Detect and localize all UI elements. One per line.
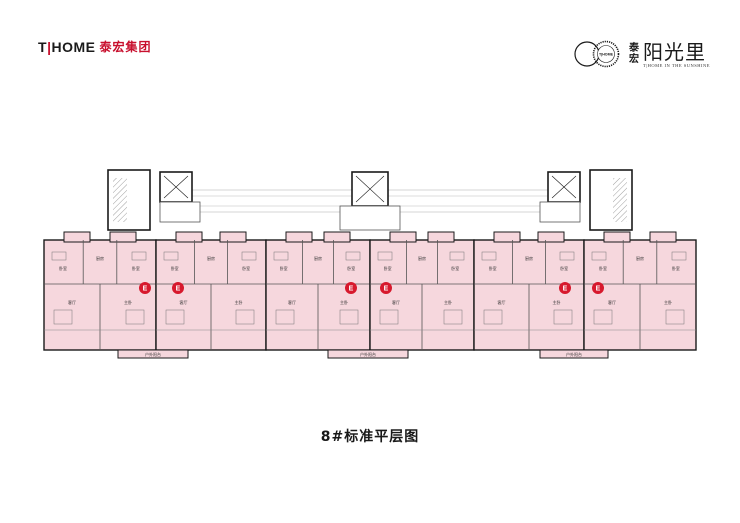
logo-char-hong: 宏: [629, 54, 639, 65]
room-label: 卧室: [280, 265, 288, 271]
room-label: 客厅: [68, 299, 76, 305]
room-label: 厨房: [96, 255, 104, 261]
room-label: 主卧: [664, 299, 672, 305]
terrace-3: 户外阳台: [539, 349, 609, 359]
group-brand: T|HOME 泰宏集团: [38, 38, 152, 55]
emblem-text: T|HOME: [599, 53, 614, 57]
room-label: 卧室: [384, 265, 392, 271]
project-tagline: T|HOME IN THE SUNSHINE: [643, 62, 710, 68]
brand-name-cn: 泰宏集团: [99, 40, 152, 54]
room-label: 卧室: [451, 265, 459, 271]
svg-text:E: E: [563, 286, 568, 293]
room-label: 主卧: [444, 299, 452, 305]
unit-marker-e: E: [380, 282, 392, 294]
room-label: 卧室: [672, 265, 680, 271]
room-label: 卧室: [171, 265, 179, 271]
core-right: [539, 169, 633, 231]
project-logo: T|HOME 泰 宏 阳光里 T|HOME IN THE SUNSHINE: [573, 34, 710, 74]
room-label: 主卧: [553, 299, 561, 305]
room-label: 卧室: [560, 265, 568, 271]
room-label: 客厅: [608, 299, 616, 305]
svg-text:E: E: [596, 286, 601, 293]
svg-text:E: E: [143, 286, 148, 293]
unit-marker-e: E: [139, 282, 151, 294]
brand-logo-en: T|HOME: [38, 38, 96, 55]
room-label: 主卧: [235, 299, 243, 305]
room-label: 厨房: [636, 255, 644, 261]
room-label: 卧室: [132, 265, 140, 271]
project-name: 阳光里: [643, 39, 706, 64]
room-label: 主卧: [340, 299, 348, 305]
core-left: [107, 169, 201, 231]
unit-marker-e: E: [559, 282, 571, 294]
terrace-2: 户外阳台: [327, 349, 409, 359]
svg-text:E: E: [349, 286, 354, 293]
room-label: 客厅: [288, 299, 296, 305]
room-label: 厨房: [525, 255, 533, 261]
room-label: 厨房: [418, 255, 426, 261]
terrace-label: 户外阳台: [360, 351, 376, 357]
room-label: 卧室: [347, 265, 355, 271]
room-label: 卧室: [489, 265, 497, 271]
room-label: 客厅: [498, 299, 506, 305]
logo-char-tai: 泰: [629, 43, 639, 54]
room-label: 客厅: [180, 299, 188, 305]
unit-marker-e: E: [172, 282, 184, 294]
room-label: 卧室: [242, 265, 250, 271]
plan-caption: 8#标准平层图: [320, 429, 420, 445]
project-emblem-icon: T|HOME: [574, 40, 620, 68]
room-label: 厨房: [207, 255, 215, 261]
room-label: 卧室: [599, 265, 607, 271]
core-center: [339, 171, 401, 231]
room-label: 卧室: [59, 265, 67, 271]
room-label: 主卧: [124, 299, 132, 305]
room-label: 客厅: [392, 299, 400, 305]
logo-tai-hong: 泰 宏: [629, 43, 639, 65]
room-label: 厨房: [314, 255, 322, 261]
unit-marker-e: E: [345, 282, 357, 294]
svg-text:E: E: [384, 286, 389, 293]
terrace-label: 户外阳台: [145, 351, 161, 357]
unit-marker-e: E: [592, 282, 604, 294]
terrace-label: 户外阳台: [566, 351, 582, 357]
svg-text:E: E: [176, 286, 181, 293]
terrace-1: 户外阳台: [117, 349, 189, 359]
